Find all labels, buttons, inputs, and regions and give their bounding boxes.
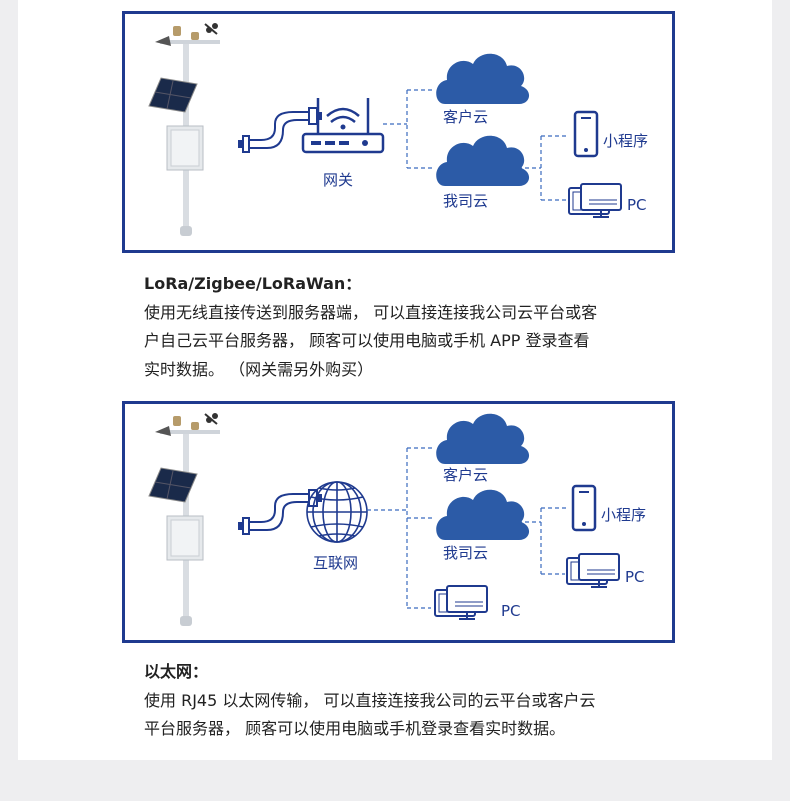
ethernet-line-2: 平台服务器， 顾客可以使用电脑或手机登录查看实时数据。 <box>144 719 566 738</box>
cloud-top-label: 客户云 <box>443 108 488 126</box>
phone-label: 小程序 <box>603 132 648 150</box>
lora-diagram-panel: 网关 客户云 我司云 小程序 PC <box>122 11 675 253</box>
phone-icon <box>571 484 597 532</box>
lora-diagram: 网关 客户云 我司云 小程序 PC <box>148 22 648 237</box>
phone-label: 小程序 <box>601 506 646 524</box>
lora-description: LoRa/Zigbee/LoRaWan： 使用无线直接传送到服务器端， 可以直接… <box>144 270 704 384</box>
cloud-bottom-label: 我司云 <box>443 192 488 210</box>
cloud-bottom-label: 我司云 <box>443 544 488 562</box>
internet-label: 互联网 <box>313 554 358 572</box>
dashed-connectors <box>367 447 567 609</box>
pc-bottom-label: PC <box>501 602 521 620</box>
ethernet-description: 以太网： 使用 RJ45 以太网传输， 可以直接连接我公司的云平台或客户云 平台… <box>144 658 704 744</box>
cloud-icon <box>436 489 530 540</box>
pc-label: PC <box>625 568 645 586</box>
lora-title: LoRa/Zigbee/LoRaWan： <box>144 274 362 293</box>
phone-icon <box>573 110 599 158</box>
ethernet-diagram-panel: 互联网 客户云 我司云 小程序 PC PC <box>122 401 675 643</box>
lora-line-1: 使用无线直接传送到服务器端， 可以直接连接我公司云平台或客 <box>144 302 598 322</box>
ethernet-diagram: 互联网 客户云 我司云 小程序 PC PC <box>148 412 646 627</box>
ethernet-line-1: 使用 RJ45 以太网传输， 可以直接连接我公司的云平台或客户云 <box>144 690 596 710</box>
pc-label: PC <box>627 196 647 214</box>
cloud-icon <box>436 413 530 464</box>
weather-station-image <box>148 22 221 237</box>
cloud-top-label: 客户云 <box>443 466 488 484</box>
router-icon <box>301 98 385 154</box>
gateway-label: 网关 <box>323 171 353 189</box>
ethernet-title: 以太网： <box>144 662 209 681</box>
dashed-connectors <box>383 89 567 201</box>
cloud-icon <box>436 53 530 104</box>
globe-icon <box>306 481 368 543</box>
cloud-icon <box>436 135 530 186</box>
weather-station-image <box>148 412 221 627</box>
pc-bottom-icon <box>434 585 488 620</box>
pc-icon <box>568 183 622 218</box>
lora-line-2: 户自己云平台服务器， 顾客可以使用电脑或手机 APP 登录查看 <box>144 331 590 350</box>
pc-icon <box>566 553 620 588</box>
cable-icon <box>237 107 323 153</box>
lora-line-3: 实时数据。 （网关需另外购买） <box>144 359 374 379</box>
